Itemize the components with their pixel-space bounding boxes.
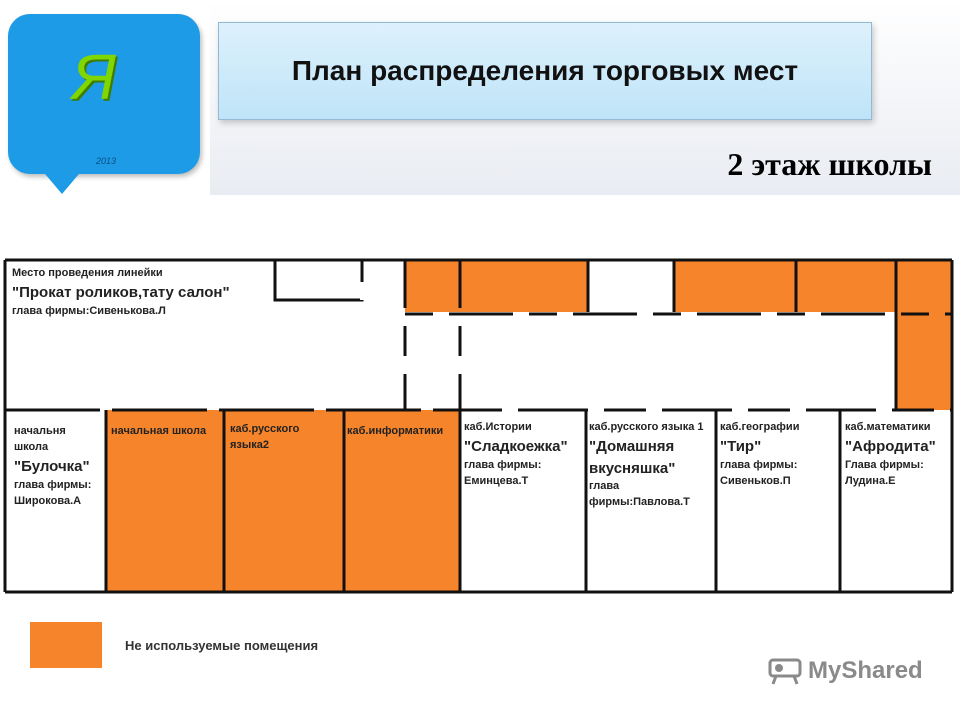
room-3-label: каб.русского языка2 xyxy=(230,422,330,454)
room-5-label: каб.Истории "Сладкоежка" глава фирмы: Ем… xyxy=(464,420,582,490)
room-lineup-firm: "Прокат роликов,тату салон" xyxy=(12,283,230,301)
room-2-label: начальная школа xyxy=(111,424,221,440)
room-6-firm: "Домашняя вкусняшка" xyxy=(589,437,676,477)
logo-letter: Я xyxy=(72,41,116,113)
room-3-name: каб.русского языка2 xyxy=(230,423,300,451)
unused-room-top-5 xyxy=(896,260,952,312)
legend-label: Не используемые помещения xyxy=(125,638,319,653)
room-2-name: начальная школа xyxy=(111,425,207,437)
room-8-head: Глава фирмы: Лудина.Е xyxy=(845,458,924,487)
room-8-name: каб.математики xyxy=(845,421,931,433)
legend-swatch xyxy=(30,622,102,668)
room-lineup-head: глава фирмы:Сивенькова.Л xyxy=(12,304,166,317)
room-5-name: каб.Истории xyxy=(464,421,532,433)
unused-rooms xyxy=(106,260,952,592)
room-1-firm: "Булочка" xyxy=(14,457,90,475)
room-6-head: глава фирмы:Павлова.Т xyxy=(589,480,690,509)
room-4-label: каб.информатики xyxy=(347,424,459,440)
wall-small-room xyxy=(273,260,364,302)
room-5-firm: "Сладкоежка" xyxy=(464,437,568,455)
unused-room-russian-2 xyxy=(224,410,344,592)
room-1-name: начальня школа xyxy=(14,425,66,453)
room-1-head: глава фирмы: Широкова.А xyxy=(14,478,92,507)
room-4-name: каб.информатики xyxy=(347,425,444,437)
unused-room-informatics xyxy=(344,410,460,592)
logo-bubble-tail xyxy=(40,168,84,194)
unused-room-top-3 xyxy=(674,260,796,312)
room-8-label: каб.математики "Афродита" Глава фирмы: Л… xyxy=(845,420,949,490)
room-6-name: каб.русского языка 1 xyxy=(589,421,704,433)
room-5-head: глава фирмы: Еминцева.Т xyxy=(464,458,542,487)
projector-icon xyxy=(768,658,802,685)
logo-bubble xyxy=(8,14,200,174)
floor-plan xyxy=(3,258,954,594)
unused-room-top-2 xyxy=(460,260,588,312)
watermark: MyShared xyxy=(768,656,923,686)
room-8-firm: "Афродита" xyxy=(845,437,936,455)
room-lineup-label: Место проведения линейки "Прокат роликов… xyxy=(12,266,272,320)
room-6-label: каб.русского языка 1 "Домашняя вкусняшка… xyxy=(589,420,714,511)
room-7-firm: "Тир" xyxy=(720,437,762,455)
unused-room-primary-school xyxy=(106,410,224,592)
room-7-head: глава фирмы: Сивеньков.П xyxy=(720,458,798,487)
room-7-name: каб.географии xyxy=(720,421,800,433)
unused-room-side xyxy=(896,312,952,410)
unused-room-top-4 xyxy=(796,260,896,312)
walls xyxy=(3,258,954,594)
unused-room-top-1 xyxy=(405,260,460,312)
page-title: План распределения торговых мест xyxy=(291,55,799,86)
watermark-text: MyShared xyxy=(808,657,923,684)
room-1-label: начальня школа "Булочка" глава фирмы: Ши… xyxy=(14,424,102,510)
logo-year: 2013 xyxy=(96,156,117,166)
title-box: План распределения торговых мест xyxy=(218,22,872,120)
room-lineup-name: Место проведения линейки xyxy=(12,267,163,279)
page-subtitle: 2 этаж школы xyxy=(727,146,932,182)
room-7-label: каб.географии "Тир" глава фирмы: Сивеньк… xyxy=(720,420,835,490)
